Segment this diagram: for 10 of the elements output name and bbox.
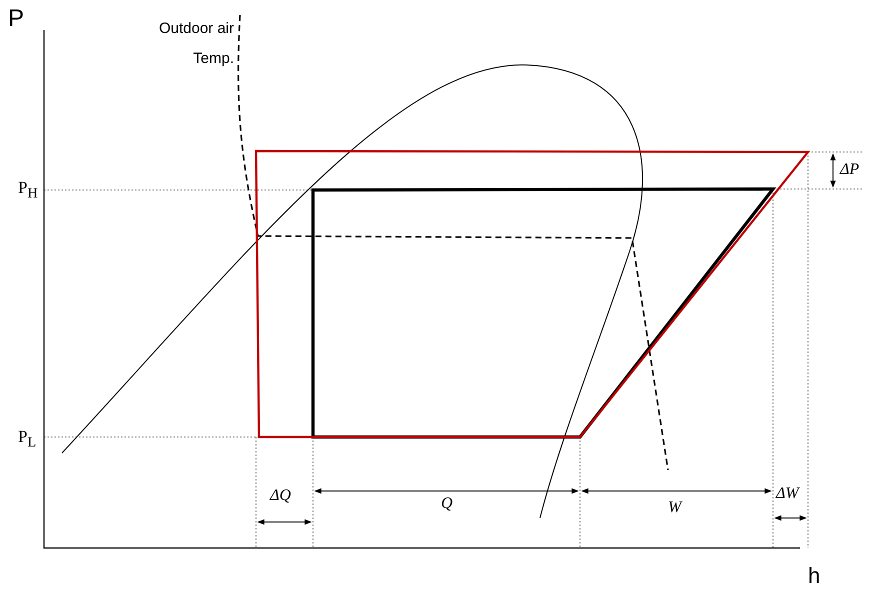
axis-label: h <box>808 562 820 590</box>
dimension-label: ΔW <box>776 484 799 504</box>
axis-label: P <box>8 4 24 34</box>
pressure-label: P$_{H}$ <box>18 177 38 204</box>
dimension-label: W <box>668 498 682 518</box>
pressure-label: P$_{L}$ <box>18 426 36 452</box>
dimension-label: ΔQ <box>270 486 291 506</box>
dimension-label: ΔP <box>840 160 860 180</box>
dimension-label: Q <box>441 494 453 514</box>
curve-label: Outdoor air Temp. <box>158 19 234 69</box>
